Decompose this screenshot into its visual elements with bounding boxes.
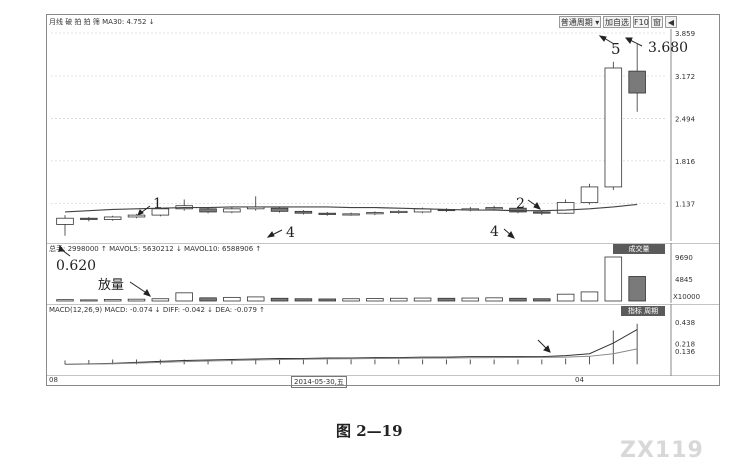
volume-unit-label: X10000 xyxy=(673,293,700,301)
volume-bar xyxy=(127,298,146,302)
volume-bar xyxy=(56,299,74,302)
candle-up xyxy=(604,67,623,188)
candle-down xyxy=(318,212,336,215)
annotation-4-right: 4 xyxy=(490,224,499,240)
volume-bar xyxy=(604,256,623,302)
volume-bar xyxy=(580,291,599,302)
price-low-label: 0.620 xyxy=(56,258,97,274)
candlestick-chart: 3.859 3.172 2.494 1.816 1.137 xyxy=(51,29,696,241)
ma-line xyxy=(64,203,638,213)
indicator-tag: 指标 周期 xyxy=(621,306,665,316)
watermark: ZX119 xyxy=(620,438,704,463)
volume-tag: 成交量 xyxy=(613,244,665,254)
volume-bar xyxy=(342,298,360,302)
candle-down xyxy=(628,70,646,94)
volume-bar xyxy=(366,298,384,302)
annotation-1: 1 xyxy=(153,196,162,212)
macd-tick-label: 0.136 xyxy=(675,348,696,356)
volume-bar xyxy=(151,298,170,302)
annotation-4-left: 4 xyxy=(286,225,295,241)
price-tick-label: 1.816 xyxy=(675,158,696,166)
main-chart-header: 月线 破 拍 拍 筛 MA30: 4.752 ↓ xyxy=(49,18,155,26)
candle-down xyxy=(199,208,217,213)
annotation-5: 5 xyxy=(611,40,621,58)
volume-bar xyxy=(175,292,193,302)
candle-down xyxy=(270,207,289,212)
price-tick-label: 2.494 xyxy=(675,115,696,123)
candle-up xyxy=(103,216,122,220)
volume-bar xyxy=(437,297,456,302)
volume-bar xyxy=(80,299,98,302)
diff-line xyxy=(64,329,638,365)
volume-header: 总手: 2998000 ↑ MAVOL5: 5630212 ↓ MAVOL10:… xyxy=(49,245,262,253)
macd-tick-label: 0.218 xyxy=(675,340,695,348)
period-select-label: 普通周期 xyxy=(560,18,593,27)
volume-bar xyxy=(390,297,408,302)
volume-bar xyxy=(628,276,646,302)
window-button[interactable]: 窗 xyxy=(651,16,663,28)
figure-caption: 图 2—19 xyxy=(336,422,403,440)
candle-down xyxy=(533,211,551,214)
volume-bar xyxy=(533,298,551,302)
candle-up xyxy=(342,213,360,216)
candle-up xyxy=(151,208,170,216)
candle-down xyxy=(80,217,98,220)
collapse-icon[interactable]: ◀ xyxy=(665,16,677,28)
volume-tick-label: 4845 xyxy=(675,276,693,284)
candle-up xyxy=(390,210,408,213)
price-tick-label: 3.172 xyxy=(675,73,695,81)
annotation-2: 2 xyxy=(516,196,525,212)
candle-up xyxy=(223,208,241,213)
macd-tick-label: 0.438 xyxy=(675,319,695,327)
volume-bar xyxy=(485,297,503,302)
volume-bar xyxy=(246,296,265,302)
candle-up xyxy=(485,207,503,210)
chevron-down-icon: ▾ xyxy=(595,18,600,27)
volume-bar xyxy=(509,297,527,302)
volume-bar xyxy=(413,297,432,302)
candle-up xyxy=(366,212,384,215)
volume-note: 放量 xyxy=(98,278,125,293)
volume-bar xyxy=(270,297,289,302)
chart-window: 月线 破 拍 拍 筛 MA30: 4.752 ↓ 普通周期 ▾ 加自选 F10 … xyxy=(46,14,720,388)
candle-up xyxy=(56,217,74,225)
price-high-label: 3.680 xyxy=(648,40,689,56)
candle-up xyxy=(127,214,146,218)
dea-line xyxy=(64,348,638,365)
candle-down xyxy=(294,210,313,214)
x-tick-left: 08 xyxy=(49,376,58,384)
f10-button[interactable]: F10 xyxy=(633,16,649,28)
volume-bar xyxy=(199,297,217,302)
add-favorite-button[interactable]: 加自选 xyxy=(603,16,631,28)
volume-tick-label: 9690 xyxy=(675,254,693,262)
macd-header: MACD(12,26,9) MACD: -0.074 ↓ DIFF: -0.04… xyxy=(49,306,265,314)
price-tick-label: 3.859 xyxy=(675,30,695,38)
volume-bar xyxy=(461,297,480,302)
volume-bar xyxy=(556,293,575,302)
period-select[interactable]: 普通周期 ▾ xyxy=(559,16,601,28)
volume-bar xyxy=(103,299,122,302)
candle-up xyxy=(556,202,575,214)
volume-bar xyxy=(318,298,336,302)
volume-bar xyxy=(294,298,313,302)
price-tick-label: 1.137 xyxy=(675,200,695,208)
candle-up xyxy=(580,186,599,203)
volume-bar xyxy=(223,296,241,302)
x-tick-right: 04 xyxy=(575,376,584,384)
x-tick-middle: 2014-05-30,五 xyxy=(291,376,347,388)
